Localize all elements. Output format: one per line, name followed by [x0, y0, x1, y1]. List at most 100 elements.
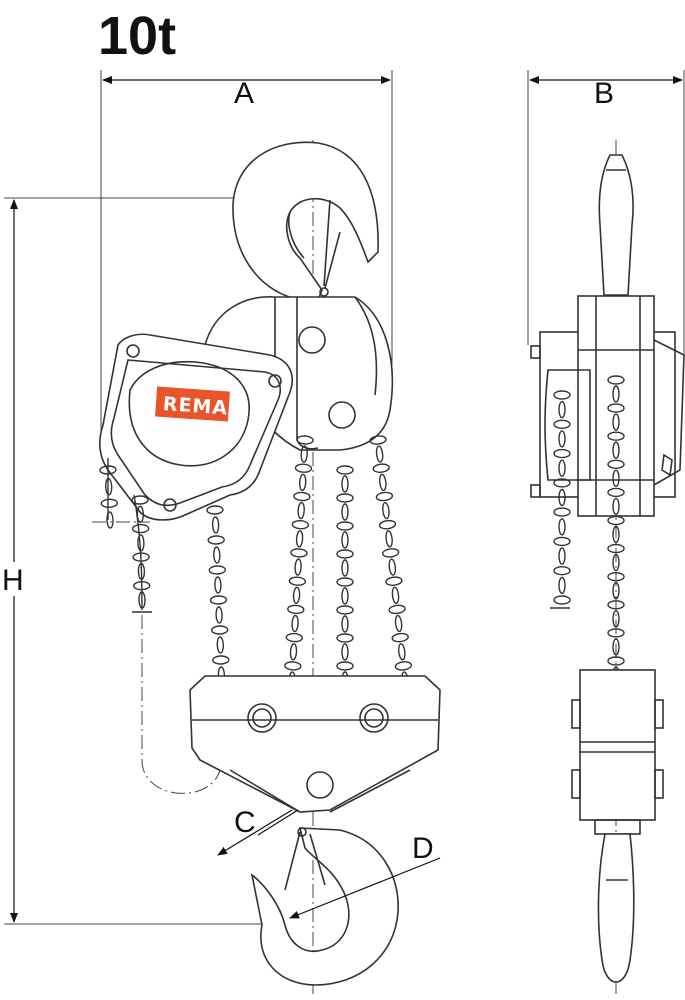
rema-logo-text: REMA [162, 393, 229, 419]
chain-link [391, 632, 409, 643]
chain-link [558, 430, 566, 448]
chain-link [382, 548, 400, 558]
chain-link [287, 604, 305, 615]
chain-link [607, 656, 625, 666]
bottom-hook [250, 827, 399, 986]
chain-link [207, 535, 225, 545]
chain-link [558, 518, 566, 536]
chain-link [612, 497, 620, 516]
chain-link [295, 530, 304, 548]
front-view: REMA [92, 140, 441, 995]
chain-link [336, 493, 354, 503]
chain-link [558, 488, 566, 507]
chain-link [397, 643, 406, 661]
chain-link [394, 661, 413, 671]
chain-link [293, 491, 311, 502]
chain-link [553, 448, 571, 459]
chain-link [214, 576, 222, 594]
bottom-block [189, 675, 441, 813]
chain-link [336, 633, 354, 643]
chain-link [137, 562, 146, 581]
chain-link [607, 403, 625, 413]
chain-link [385, 530, 393, 548]
chain-link [131, 495, 149, 505]
chain-link [553, 419, 571, 429]
chain-link [136, 505, 145, 523]
chain-link [341, 587, 349, 605]
chain-link [213, 546, 221, 564]
gear-case [204, 296, 394, 451]
side-view [530, 140, 685, 995]
side-bottom-block [571, 669, 664, 835]
chain-link [375, 445, 384, 463]
chain-link [378, 473, 387, 492]
chain-link [607, 543, 625, 554]
chain-link [607, 431, 625, 441]
chain-link [296, 435, 314, 445]
chain-link [288, 576, 307, 586]
chain-link [294, 558, 302, 576]
side-body [530, 295, 685, 517]
chain-link [612, 553, 620, 572]
chain-link [612, 525, 620, 544]
dimension-h-label: H [2, 564, 24, 597]
chain-link [607, 487, 625, 498]
chain-link [612, 413, 620, 431]
chain-link [553, 507, 571, 517]
chain-link [341, 615, 349, 633]
chain-link [206, 505, 224, 515]
chain-link [336, 577, 354, 587]
chain-link [289, 643, 298, 661]
chain-link [558, 400, 566, 419]
chain-link [341, 643, 349, 661]
chain-link [137, 534, 145, 552]
chain-link [388, 558, 397, 576]
chain-link [607, 600, 625, 610]
capacity-title: 10t [98, 6, 176, 66]
side-top-hook [598, 154, 634, 296]
chain-link [558, 547, 566, 565]
chain-link [369, 435, 387, 445]
chain-link [291, 519, 310, 530]
chain-link [612, 469, 620, 487]
chain-link [553, 390, 571, 400]
handwheel-cover: REMA [98, 333, 294, 521]
chain-link [132, 552, 150, 562]
chain-link [388, 604, 406, 615]
chain-link [100, 498, 118, 509]
chain-link [104, 478, 113, 496]
chain-link [607, 459, 625, 469]
chain-link [382, 501, 390, 520]
chain-link [607, 572, 625, 582]
chain-link [558, 576, 566, 595]
chain-link [378, 519, 397, 530]
chain-link [133, 580, 151, 591]
dimension-a: A [100, 70, 393, 455]
chain-link [336, 661, 354, 671]
chain-link [341, 559, 349, 577]
chain-link [612, 638, 620, 656]
chain-link [341, 531, 349, 549]
dimension-d-label: D [412, 832, 434, 865]
chain-link [394, 614, 403, 633]
chain-link [292, 586, 301, 604]
chain-link [291, 614, 299, 633]
chain-link [391, 586, 400, 604]
chain-link [612, 385, 620, 403]
chain-link [336, 549, 354, 559]
chain-link [99, 465, 117, 475]
dimension-d: D [289, 832, 441, 919]
chain-link [300, 445, 308, 463]
chain-link [372, 463, 390, 473]
chain-link [336, 521, 354, 531]
chain-link [212, 655, 230, 665]
chain-link [336, 605, 354, 615]
chain-link [607, 628, 625, 638]
chain-link [131, 523, 150, 534]
chain-link [106, 511, 114, 529]
chain-link [558, 459, 566, 477]
chain-link [290, 548, 308, 558]
rema-logo [152, 384, 233, 424]
